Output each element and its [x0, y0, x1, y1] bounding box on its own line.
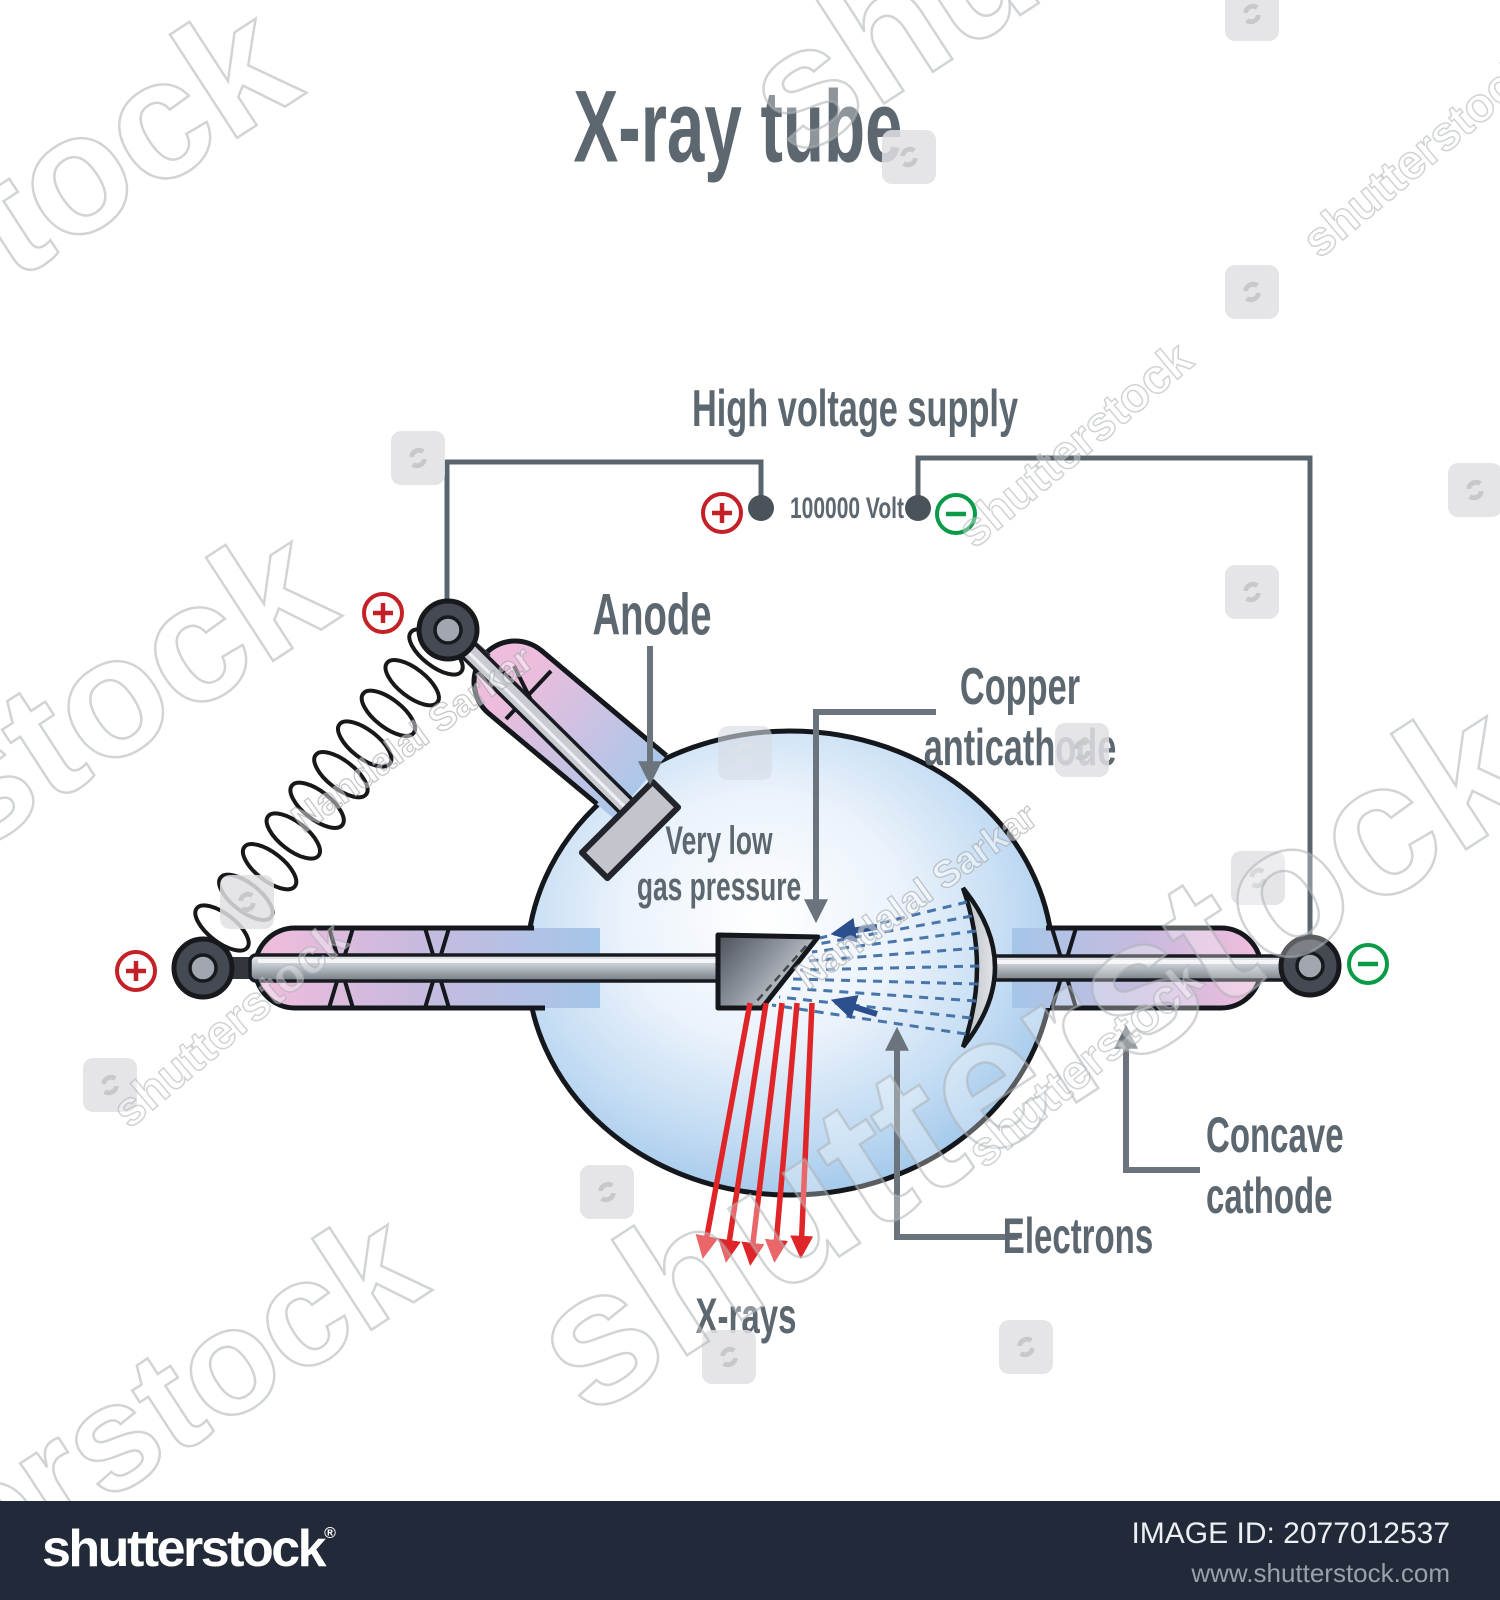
concave-cathode-label-line2: cathode — [1206, 1168, 1333, 1224]
anode-assembly — [439, 621, 682, 882]
copper-anticathode-label-line1: Copper — [959, 658, 1081, 716]
anode-plate — [578, 778, 682, 882]
negative-supply-wire — [915, 455, 1313, 938]
voltage-value-label: 100000 Volt — [790, 492, 905, 525]
cathode-terminal — [1278, 934, 1342, 998]
registered-mark: ® — [324, 1525, 336, 1542]
electron-arrow-bottom — [830, 995, 878, 1020]
electrons-pointer-arrow — [885, 1026, 1018, 1240]
polarity-symbols — [115, 492, 1389, 992]
anticathode-assembly — [205, 932, 821, 1011]
positive-supply-wire — [444, 459, 764, 630]
anode-terminal — [416, 598, 480, 662]
concave-cathode-label-line1: Concave — [1206, 1107, 1344, 1163]
footer-brand-text: shutterstock — [42, 1520, 327, 1578]
electrons-label: Electrons — [1002, 1208, 1154, 1264]
circuit-wires — [444, 455, 1313, 938]
supply-node-positive — [748, 495, 774, 521]
anticathode-rod — [248, 953, 730, 983]
gas-pressure-label-line2: gas pressure — [636, 865, 802, 909]
minus-terminal-icon — [935, 493, 977, 535]
plus-terminal-icon — [701, 492, 743, 534]
terminals — [171, 598, 1342, 1000]
electron-beam — [771, 900, 980, 1036]
anode-label: Anode — [592, 582, 712, 648]
label-arrows — [638, 646, 1200, 1240]
gas-pressure-label-line1: Very low — [665, 819, 773, 863]
plus-anode-icon — [362, 592, 404, 634]
cathode-pointer-arrow — [1114, 1024, 1200, 1173]
minus-cathode-icon — [1347, 943, 1389, 985]
cathode-rod — [983, 954, 1307, 982]
xray-beam — [695, 1002, 815, 1266]
electron-arrow-top — [830, 917, 878, 943]
copper-anticathode-label-line2: anticathode — [923, 719, 1117, 777]
anticathode-pointer-arrow — [804, 709, 936, 924]
image-id-text: IMAGE ID: 2077012537 — [1131, 1517, 1450, 1550]
anode-rod-highlight — [450, 634, 630, 812]
shutterstock-logo: shutterstock® — [42, 1519, 336, 1579]
plus-left-icon — [115, 950, 157, 992]
high-voltage-supply-label: High voltage supply — [691, 380, 1019, 438]
website-url-text: www.shutterstock.com — [1191, 1558, 1450, 1588]
page-title: X-ray tube — [573, 69, 903, 184]
x-rays-label: X-rays — [695, 1288, 797, 1344]
supply-node-negative — [905, 495, 931, 521]
spring-coil — [193, 627, 465, 953]
copper-anticathode-target — [715, 932, 821, 1011]
footer-bar: shutterstock® IMAGE ID: 2077012537 www.s… — [0, 1501, 1500, 1600]
left-terminal — [171, 936, 235, 1000]
